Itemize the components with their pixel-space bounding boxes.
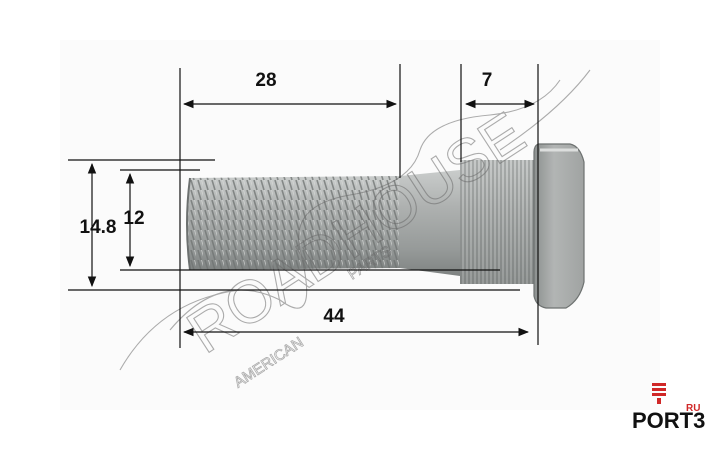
label-head-length: 7 xyxy=(482,70,493,91)
label-thread-diameter: 12 xyxy=(123,208,144,229)
label-total-length: 44 xyxy=(323,306,345,327)
knurl-splines xyxy=(460,160,538,284)
wheel-stud xyxy=(186,143,585,309)
logo-superscript: RU xyxy=(686,403,700,414)
port3-logo: PORT3 RU xyxy=(632,383,705,433)
thread-grooves xyxy=(187,176,400,270)
label-thread-length: 28 xyxy=(255,70,276,91)
logo-wordmark: PORT3 xyxy=(632,408,705,433)
watermark-swirl xyxy=(169,79,561,331)
dimension-lines xyxy=(68,64,539,348)
thread-crest-edge xyxy=(186,177,191,271)
label-knurl-diameter: 14.8 xyxy=(80,217,117,238)
thread-transition xyxy=(400,170,460,276)
stud-head xyxy=(533,143,585,309)
watermark-arc xyxy=(119,69,591,371)
piston-icon xyxy=(652,383,666,404)
